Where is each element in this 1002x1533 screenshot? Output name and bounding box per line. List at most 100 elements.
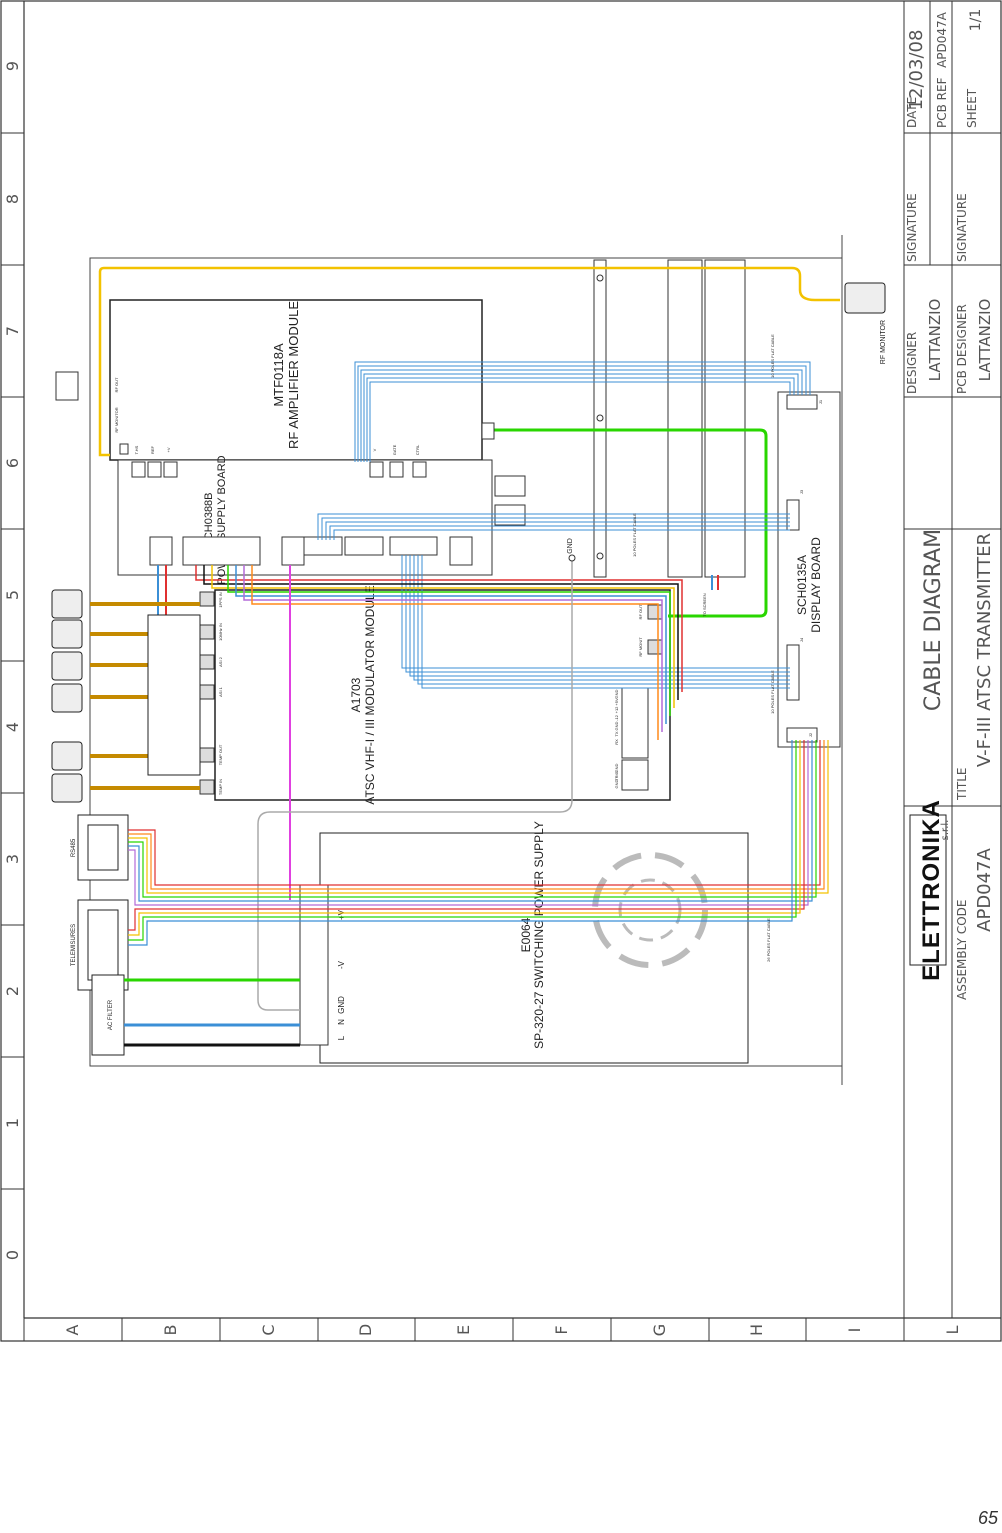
- rf-out-cable: [492, 428, 768, 618]
- modulator-module: A1703 ATSC VHF-I / III MODULATOR MODULE: [199, 585, 671, 805]
- row-label: 5: [3, 590, 22, 600]
- pin-label: T.HS: [134, 445, 139, 454]
- col-label: I: [845, 1328, 864, 1333]
- disp-code: SCH0135A: [795, 555, 809, 615]
- psu-terminal-plus: +V: [337, 909, 346, 920]
- row-label: 9: [3, 61, 22, 71]
- pin-label: GND: [614, 721, 619, 730]
- signature-label: SIGNATURE: [955, 193, 969, 262]
- flat-cable-26: [128, 740, 829, 946]
- rf-monitor-connector: [844, 282, 886, 314]
- pin-label: ASI 1: [218, 686, 223, 697]
- flat-cable-label: 10 POLES FLAT CABLE: [632, 513, 637, 557]
- small-labels: RF MONITOR T.HS REF +V V GATE CTRL RF OU…: [114, 334, 823, 962]
- pin-label: RF OUT: [638, 604, 643, 619]
- col-labels: A B C D E F G H I L: [63, 1324, 962, 1336]
- pin-label: J1: [818, 399, 823, 404]
- psu-code: E0064: [519, 917, 533, 952]
- row-label: 7: [3, 326, 22, 336]
- pin-label: J4: [799, 637, 804, 642]
- row-label: 6: [3, 458, 22, 468]
- amp-code: MTF0118A: [271, 343, 286, 407]
- rf-amplifier-module: MTF0118A RF AMPLIFIER MODULE: [109, 299, 483, 479]
- mod-code: A1703: [349, 677, 363, 712]
- pin-label: -12: [614, 714, 619, 721]
- assembly-code-label: ASSEMBLY CODE: [955, 900, 969, 1001]
- title-block-text: DATE 12/03/08 PCB REF APD047A SHEET 1/1 …: [905, 9, 995, 1000]
- fan-grille-icon: [592, 852, 708, 968]
- psb-power-wires: [157, 565, 167, 615]
- col-label: F: [552, 1325, 571, 1334]
- flat-cable-label: 10 POLES FLAT CABLE: [770, 670, 775, 714]
- row-label: 3: [3, 854, 22, 864]
- company-sub: s.r.l.: [940, 820, 951, 841]
- gnd-point: [568, 554, 576, 562]
- col-label: L: [943, 1325, 962, 1334]
- psb-mod-harness: [195, 565, 683, 740]
- flat-cable-10-a: [354, 361, 811, 462]
- pin-label: V: [372, 448, 377, 451]
- pin-label: TX: [614, 731, 619, 736]
- date-label: DATE: [905, 97, 919, 128]
- pin-label: GND: [614, 689, 619, 698]
- designer-label: DESIGNER: [905, 332, 919, 394]
- row-label: 1: [3, 1118, 22, 1128]
- pin-label: CTRL: [415, 444, 420, 455]
- pin-label: +5V: [614, 698, 619, 706]
- psu-terminal-n: N: [337, 1019, 346, 1025]
- rf-monitor-cable: [98, 266, 840, 457]
- sheet-label: SHEET: [965, 88, 979, 128]
- rs485-label: RS485: [71, 838, 77, 857]
- rf-monitor-label: RF MONITOR: [880, 320, 887, 364]
- display-board: SCH0135A DISPLAY BOARD: [777, 391, 841, 748]
- to-screen-label: TO SCREEN: [702, 593, 707, 616]
- col-label: B: [161, 1325, 180, 1336]
- col-label: H: [747, 1324, 766, 1336]
- col-label: G: [650, 1324, 669, 1336]
- drawing-title: CABLE DIAGRAM: [921, 529, 946, 711]
- pin-label: TEMP OUT: [218, 744, 223, 765]
- psu-terminal-minus: -V: [337, 960, 346, 969]
- row-label: 8: [3, 194, 22, 204]
- ac-filter-label: AC FILTER: [108, 999, 114, 1030]
- designer-value: LATTANZIO: [926, 299, 944, 382]
- assembly-code-value: APD047A: [974, 847, 995, 931]
- signature-label: SIGNATURE: [905, 193, 919, 262]
- date-value: 12/03/08: [906, 30, 927, 111]
- pin-label: RX: [614, 739, 619, 745]
- amp-name: RF AMPLIFIER MODULE: [286, 301, 301, 449]
- psb-code: SCH0388B: [203, 492, 215, 547]
- flat-cable-label: 26 POLES FLAT CABLE: [766, 918, 771, 962]
- gnd-label: GND: [567, 538, 574, 554]
- title-label: TITLE: [955, 768, 969, 801]
- heatsink-assembly: [593, 259, 746, 578]
- rf-connectors: [51, 589, 200, 803]
- pin-label: J2: [808, 732, 813, 737]
- pin-label: RF MONIT: [638, 637, 643, 657]
- pin-label: +12: [614, 706, 619, 714]
- pin-label: ASI 2: [218, 656, 223, 667]
- pin-label: 10MHz IN: [218, 623, 223, 641]
- ac-filter: AC FILTER: [91, 974, 300, 1056]
- pin-label: GATE: [392, 444, 397, 455]
- telemetry-label: TELEMISURES: [71, 924, 77, 966]
- pin-label: RF MONITOR: [114, 407, 119, 432]
- dsub-connectors: [77, 814, 129, 991]
- pin-label: J3: [799, 489, 804, 494]
- col-label: C: [259, 1324, 278, 1335]
- col-label: D: [356, 1324, 375, 1336]
- row-labels: 9 8 7 6 5 4 3 2 1 0: [3, 61, 22, 1260]
- col-label: A: [63, 1324, 82, 1335]
- title-block: [903, 0, 1002, 1319]
- flat-cable-10-b: [317, 513, 790, 540]
- psu-terminal-l: L: [337, 1035, 346, 1040]
- disp-name: DISPLAY BOARD: [809, 537, 823, 633]
- flat-cable-label: 10 POLES FLAT CABLE: [770, 334, 775, 378]
- pcb-designer-value: LATTANZIO: [976, 299, 994, 382]
- gnd-wire: [257, 560, 573, 1011]
- company-logo: ELETTRONIKA s.r.l.: [909, 799, 951, 981]
- company-name: ELETTRONIKA: [918, 799, 945, 981]
- pin-label: +V: [166, 447, 171, 452]
- psu-name: SP-320-27 SWITCHING POWER SUPPLY: [532, 821, 546, 1049]
